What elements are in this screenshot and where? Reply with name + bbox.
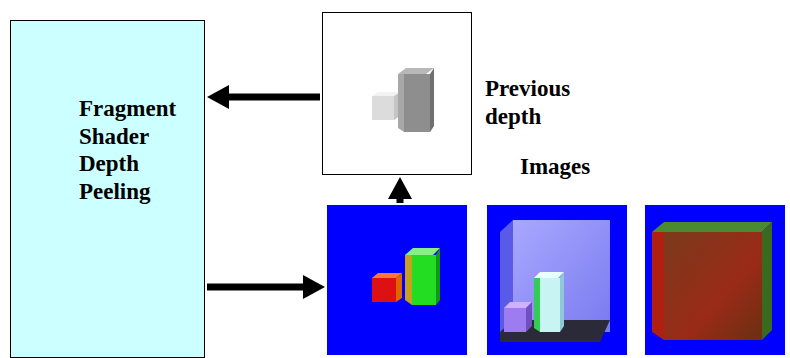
flow-arrow [207, 85, 320, 109]
rendered-image [645, 205, 785, 355]
arrow-head [207, 85, 229, 109]
shader-box: Fragment Shader Depth Peeling [10, 20, 205, 358]
node-label: Images [520, 153, 630, 181]
arrow-head [388, 177, 412, 199]
node-label: Previous depth [485, 75, 597, 130]
depth-buffer-box: Previous depth [322, 12, 472, 175]
arrow-shaft [207, 284, 305, 291]
arrow-shaft [227, 94, 320, 101]
image-group: Images [327, 205, 785, 355]
depth-image [372, 68, 434, 132]
flow-arrow [388, 177, 412, 203]
node-label: Fragment Shader Depth Peeling [11, 21, 205, 205]
flow-arrow [207, 275, 325, 299]
rendered-image [487, 205, 627, 355]
rendered-image [327, 205, 467, 355]
arrow-head [303, 275, 325, 299]
